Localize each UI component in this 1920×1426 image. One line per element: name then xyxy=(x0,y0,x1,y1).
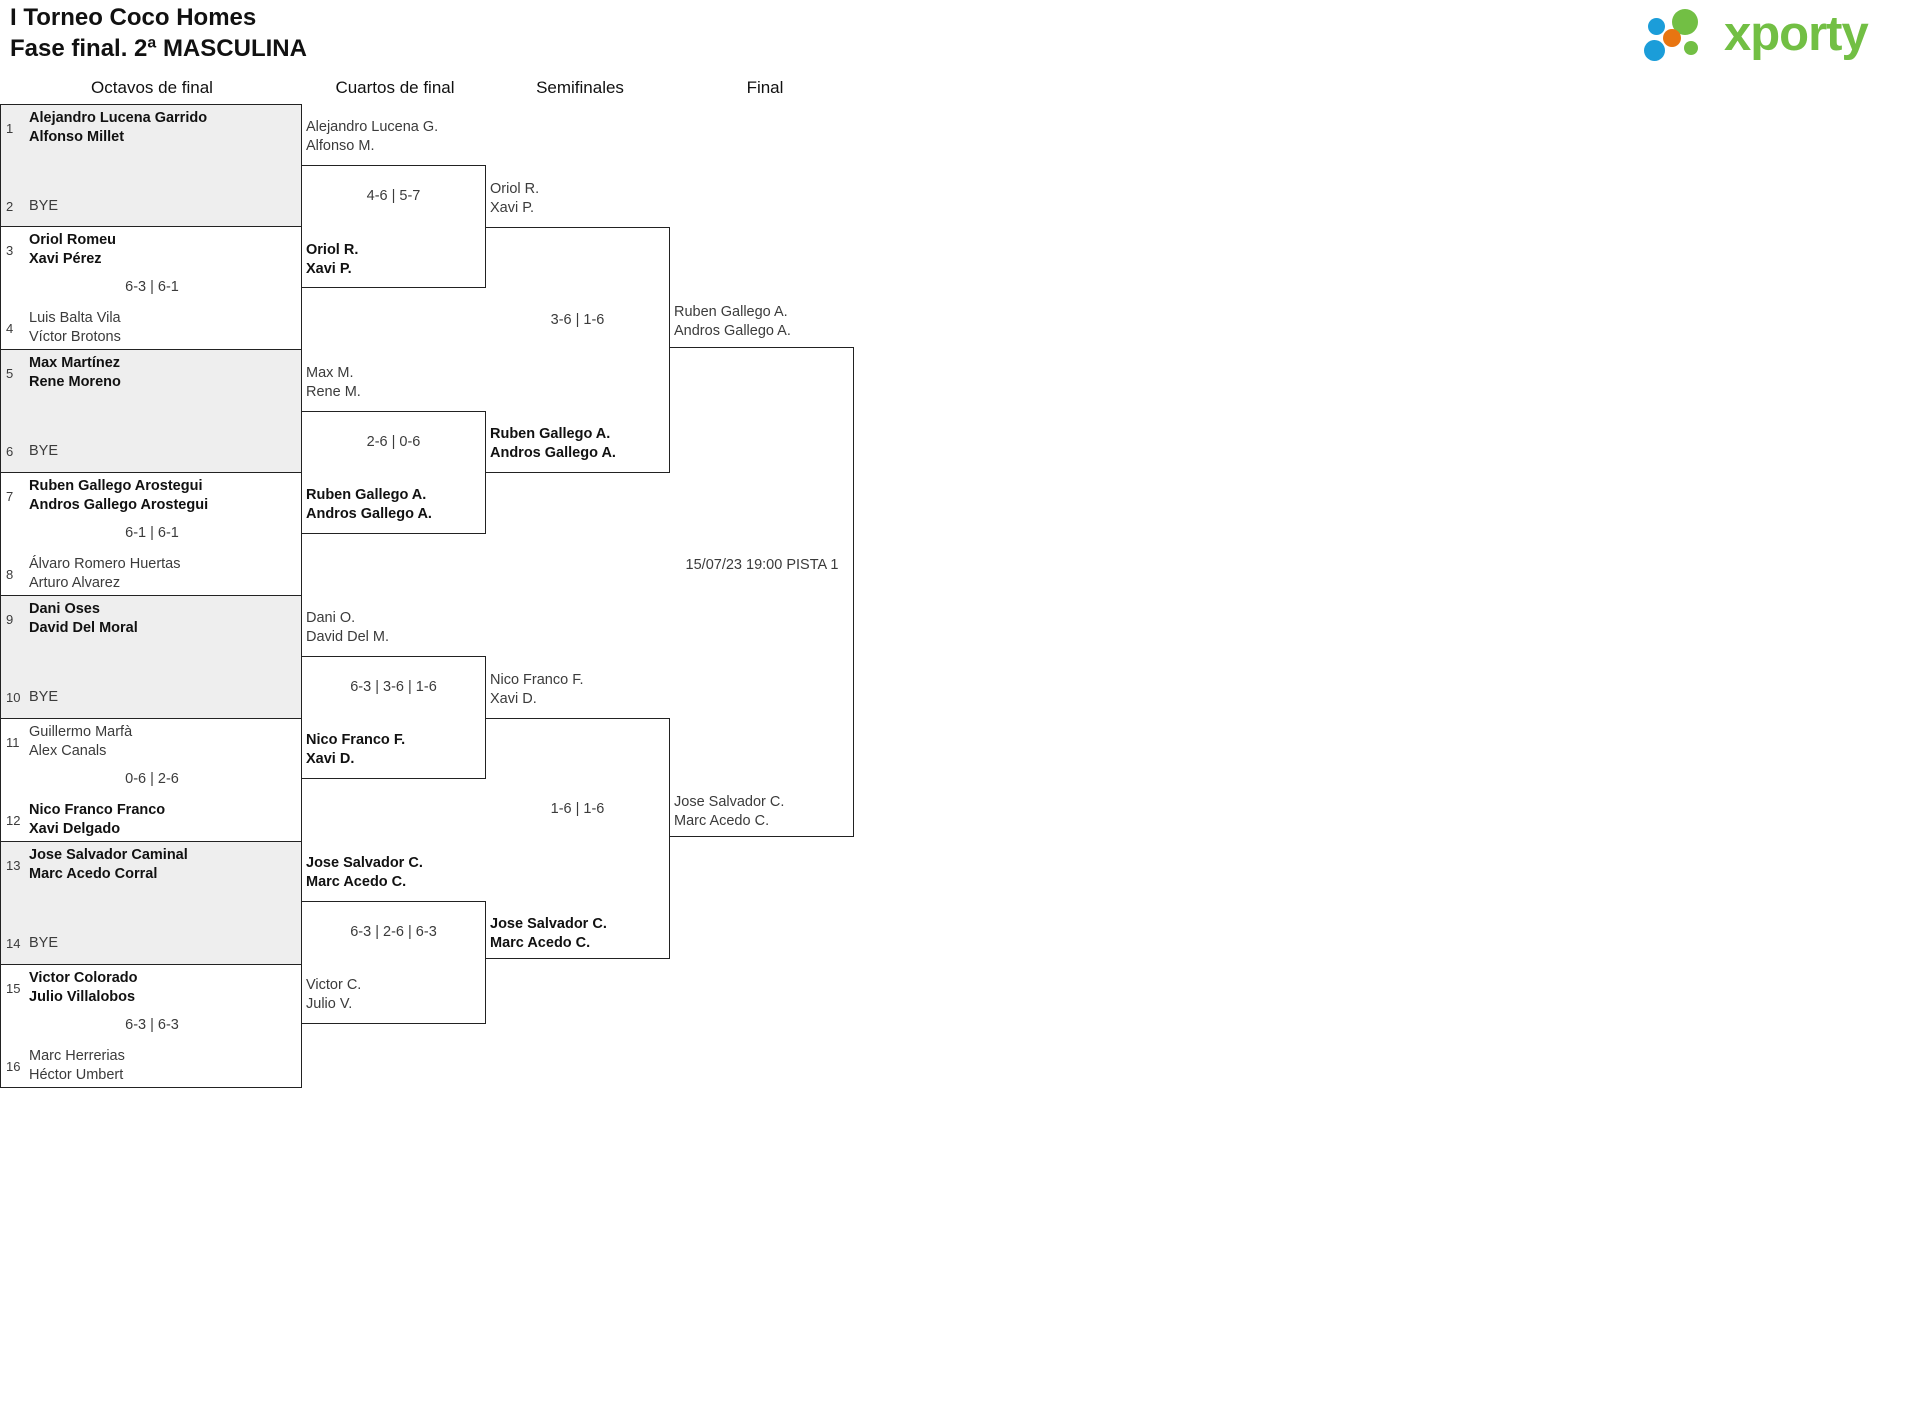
player-names: Nico Franco Franco Xavi Delgado xyxy=(29,802,166,837)
r1-slot-14: 14 BYE xyxy=(1,924,303,964)
seed-number: 13 xyxy=(6,858,21,873)
r1-score-6: 0-6 | 2-6 xyxy=(125,771,179,787)
seed-number: 15 xyxy=(6,981,21,996)
seed-number: 1 xyxy=(6,121,14,136)
r2-score-2: 2-6 | 0-6 xyxy=(366,434,421,450)
page-header: I Torneo Coco Homes Fase final. 2ª MASCU… xyxy=(0,0,1920,72)
seed-number: 12 xyxy=(6,813,21,828)
r1-slot-4: 4 Luis Balta Vila Víctor Brotons xyxy=(1,309,303,349)
r1-slot-16: 16 Marc Herrerias Héctor Umbert xyxy=(1,1047,303,1087)
r1-match-4[interactable]: 7 Ruben Gallego Arostegui Andros Gallego… xyxy=(0,473,302,596)
player-names: BYE xyxy=(29,443,59,459)
player-names: Victor Colorado Julio Villalobos xyxy=(29,970,138,1005)
seed-number: 4 xyxy=(6,321,14,336)
tournament-subtitle: Fase final. 2ª MASCULINA xyxy=(10,35,307,62)
player-names: Alejandro Lucena Garrido Alfonso Millet xyxy=(29,110,208,145)
player-names: Guillermo Marfà Alex Canals xyxy=(29,724,133,759)
r2-score-4: 6-3 | 2-6 | 6-3 xyxy=(350,924,437,940)
player-names: BYE xyxy=(29,689,59,705)
r3-player-top-2: Nico Franco F. Xavi D. xyxy=(490,672,584,707)
seed-number: 3 xyxy=(6,243,14,258)
r3-player-bottom-1: Ruben Gallego A. Andros Gallego A. xyxy=(490,426,616,461)
r1-match-2[interactable]: 3 Oriol Romeu Xavi Pérez 6-3 | 6-1 4 Lui… xyxy=(0,227,302,350)
r2-player-bottom-2: Ruben Gallego A. Andros Gallego A. xyxy=(306,487,432,522)
r1-slot-1: 1 Alejandro Lucena Garrido Alfonso Mille… xyxy=(1,109,303,149)
seed-number: 6 xyxy=(6,444,14,459)
title-block: I Torneo Coco Homes Fase final. 2ª MASCU… xyxy=(10,2,307,64)
player-names: BYE xyxy=(29,935,59,951)
r1-slot-13: 13 Jose Salvador Caminal Marc Acedo Corr… xyxy=(1,846,303,886)
r1-match-3[interactable]: 5 Max Martínez Rene Moreno 6 BYE xyxy=(0,350,302,473)
seed-number: 14 xyxy=(6,936,21,951)
r2-score-1: 4-6 | 5-7 xyxy=(366,188,421,204)
r1-slot-7: 7 Ruben Gallego Arostegui Andros Gallego… xyxy=(1,477,303,517)
final-schedule: 15/07/23 19:00 PISTA 1 xyxy=(685,557,839,573)
r1-slot-15: 15 Victor Colorado Julio Villalobos xyxy=(1,969,303,1009)
r1-score-2: 6-3 | 6-1 xyxy=(125,279,179,295)
r3-score-1: 3-6 | 1-6 xyxy=(550,312,605,328)
seed-number: 2 xyxy=(6,199,14,214)
xporty-logo[interactable]: xporty xyxy=(1644,7,1906,64)
round-header-cuartos: Cuartos de final xyxy=(335,78,455,97)
r1-slot-9: 9 Dani Oses David Del Moral xyxy=(1,600,303,640)
seed-number: 11 xyxy=(6,735,20,750)
seed-number: 7 xyxy=(6,489,14,504)
player-names: Max Martínez Rene Moreno xyxy=(29,355,121,390)
seed-number: 16 xyxy=(6,1059,21,1074)
player-names: BYE xyxy=(29,198,59,214)
seed-number: 8 xyxy=(6,567,14,582)
r1-slot-8: 8 Álvaro Romero Huertas Arturo Alvarez xyxy=(1,555,303,595)
seed-number: 5 xyxy=(6,366,14,381)
round-header-semis: Semifinales xyxy=(536,78,624,97)
r3-score-2: 1-6 | 1-6 xyxy=(550,801,605,817)
r1-match-6[interactable]: 11 Guillermo Marfà Alex Canals 0-6 | 2-6… xyxy=(0,719,302,842)
player-names: Marc Herrerias Héctor Umbert xyxy=(29,1048,125,1083)
r2-player-top-4: Jose Salvador C. Marc Acedo C. xyxy=(306,855,423,890)
r1-slot-12: 12 Nico Franco Franco Xavi Delgado xyxy=(1,801,303,841)
r1-match-8[interactable]: 15 Victor Colorado Julio Villalobos 6-3 … xyxy=(0,965,302,1088)
r1-slot-3: 3 Oriol Romeu Xavi Pérez xyxy=(1,231,303,271)
r1-score-4: 6-1 | 6-1 xyxy=(125,525,179,541)
r1-match-1[interactable]: 1 Alejandro Lucena Garrido Alfonso Mille… xyxy=(0,104,302,227)
r3-player-bottom-2: Jose Salvador C. Marc Acedo C. xyxy=(490,916,607,951)
player-names: Álvaro Romero Huertas Arturo Alvarez xyxy=(29,556,181,591)
logo-dots-icon xyxy=(1644,8,1722,64)
player-names: Dani Oses David Del Moral xyxy=(29,601,138,636)
r4-player-bottom: Jose Salvador C. Marc Acedo C. xyxy=(674,794,785,829)
r2-match-4[interactable]: 6-3 | 2-6 | 6-3 xyxy=(302,901,486,1024)
r2-score-3: 6-3 | 3-6 | 1-6 xyxy=(350,679,437,695)
r1-score-8: 6-3 | 6-3 xyxy=(125,1017,179,1033)
r2-player-bottom-3: Nico Franco F. Xavi D. xyxy=(306,732,406,767)
r2-player-top-3: Dani O. David Del M. xyxy=(306,610,389,645)
r2-match-3[interactable]: 6-3 | 3-6 | 1-6 xyxy=(302,656,486,779)
player-names: Luis Balta Vila Víctor Brotons xyxy=(29,310,121,345)
seed-number: 10 xyxy=(6,690,21,705)
player-names: Ruben Gallego Arostegui Andros Gallego A… xyxy=(29,478,209,513)
tournament-title: I Torneo Coco Homes xyxy=(10,4,257,31)
r1-slot-2: 2 BYE xyxy=(1,187,303,227)
r2-match-2[interactable]: 2-6 | 0-6 xyxy=(302,411,486,534)
player-names: Jose Salvador Caminal Marc Acedo Corral xyxy=(29,847,188,882)
r4-match[interactable]: 15/07/23 19:00 PISTA 1 xyxy=(670,347,854,837)
r1-slot-6: 6 BYE xyxy=(1,432,303,472)
logo-wordmark: xporty xyxy=(1724,7,1869,61)
r3-player-top-1: Oriol R. Xavi P. xyxy=(490,181,540,216)
r2-player-bottom-1: Oriol R. Xavi P. xyxy=(306,242,359,277)
r2-player-top-2: Max M. Rene M. xyxy=(306,365,361,400)
r2-player-top-1: Alejandro Lucena G. Alfonso M. xyxy=(306,119,439,154)
player-names: Oriol Romeu Xavi Pérez xyxy=(29,232,117,267)
r1-slot-5: 5 Max Martínez Rene Moreno xyxy=(1,354,303,394)
r2-match-1[interactable]: 4-6 | 5-7 xyxy=(302,165,486,288)
r2-player-bottom-4: Victor C. Julio V. xyxy=(306,977,362,1012)
seed-number: 9 xyxy=(6,612,14,627)
r3-match-1[interactable]: 3-6 | 1-6 xyxy=(486,227,670,473)
r1-slot-10: 10 BYE xyxy=(1,678,303,718)
r1-match-5[interactable]: 9 Dani Oses David Del Moral 10 BYE xyxy=(0,596,302,719)
r4-player-top: Ruben Gallego A. Andros Gallego A. xyxy=(674,304,791,339)
r1-slot-11: 11 Guillermo Marfà Alex Canals xyxy=(1,723,303,763)
round-header-octavos: Octavos de final xyxy=(91,78,213,97)
r3-match-2[interactable]: 1-6 | 1-6 xyxy=(486,718,670,959)
round-header-final: Final xyxy=(746,78,784,97)
r1-match-7[interactable]: 13 Jose Salvador Caminal Marc Acedo Corr… xyxy=(0,842,302,965)
